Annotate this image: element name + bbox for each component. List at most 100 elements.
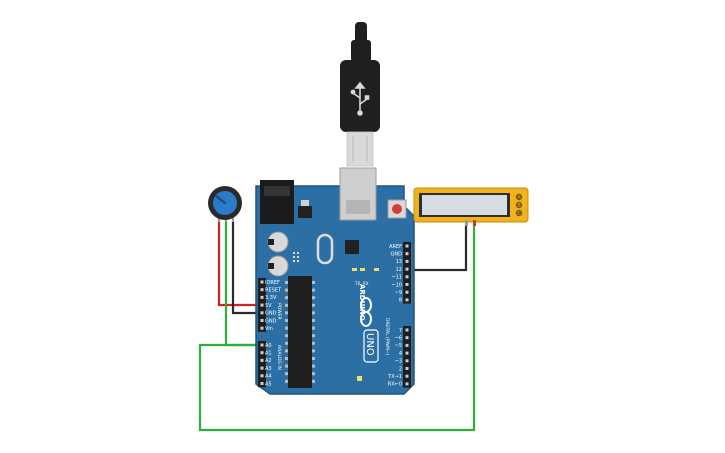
wire-black-lcd-gnd[interactable] bbox=[407, 224, 468, 272]
usb-chip bbox=[345, 240, 359, 254]
reset-button[interactable] bbox=[387, 199, 407, 219]
usb-cable-strain-relief bbox=[355, 22, 367, 44]
digital-header-title: DIGITAL (PWM~) bbox=[384, 318, 390, 356]
power-pin-label: 3.3V bbox=[265, 295, 277, 301]
status-leds: TX RX bbox=[352, 268, 379, 381]
digital-bottom-pin-label: ~5 bbox=[395, 343, 402, 349]
power-pin-label: Vin bbox=[265, 326, 273, 332]
analog-pin[interactable] bbox=[260, 382, 264, 385]
digital-top-pin[interactable] bbox=[405, 244, 409, 248]
analog-pin-label: A2 bbox=[265, 358, 272, 364]
digital-top-pin[interactable] bbox=[405, 283, 409, 286]
digital-top-pin[interactable] bbox=[405, 259, 409, 263]
digital-bottom-pin[interactable] bbox=[405, 382, 409, 386]
wire-green-lcd[interactable] bbox=[198, 224, 476, 432]
power-pin[interactable] bbox=[260, 295, 264, 299]
arduino-logo bbox=[360, 297, 372, 327]
usb-cable-neck bbox=[351, 40, 371, 62]
usb-icon bbox=[350, 81, 370, 116]
digital-top-pin-label: 13 bbox=[396, 259, 402, 265]
usb-cable[interactable] bbox=[340, 22, 380, 167]
power-pin-label: 5V bbox=[265, 303, 272, 309]
lcd-pin-label: C bbox=[517, 211, 520, 217]
digital-bottom-pin[interactable] bbox=[405, 359, 409, 363]
digital-top-pin-label: 8 bbox=[399, 298, 402, 304]
digital-bottom-pin[interactable] bbox=[405, 328, 409, 332]
model-label: UNO bbox=[364, 333, 375, 356]
lcd-pin-label: B bbox=[517, 203, 520, 209]
digital-bottom-pin-label: 7 bbox=[399, 328, 402, 334]
wires bbox=[198, 220, 476, 432]
lcd-screen bbox=[422, 195, 507, 215]
digital-top-pin[interactable] bbox=[405, 298, 409, 302]
analog-pin[interactable] bbox=[260, 374, 264, 378]
digital-top-pin-label: ~10 bbox=[391, 282, 402, 288]
icsp-header bbox=[293, 252, 299, 262]
power-pin-label: GND bbox=[265, 311, 277, 317]
lcd-pin[interactable] bbox=[515, 193, 523, 201]
wire-red-5v[interactable] bbox=[217, 220, 262, 307]
digital-top-pin[interactable] bbox=[405, 267, 409, 271]
power-pin[interactable] bbox=[260, 311, 264, 315]
digital-bottom-pin-label: RX←0 bbox=[388, 382, 402, 388]
analog-pin-label: A4 bbox=[265, 374, 272, 380]
atmega-microcontroller bbox=[285, 276, 315, 388]
power-pin[interactable] bbox=[260, 303, 264, 307]
power-pin[interactable] bbox=[260, 280, 264, 284]
digital-top-pin-label: 12 bbox=[396, 267, 402, 273]
digital-top-pin-label: AREF bbox=[389, 244, 402, 250]
digital-top-pin-label: ~9 bbox=[395, 290, 402, 296]
analog-pin[interactable] bbox=[260, 366, 264, 370]
uno-badge: UNO bbox=[363, 329, 379, 363]
power-header-title: POWER bbox=[276, 303, 282, 320]
usb-plug-metal bbox=[346, 131, 374, 167]
digital-top-pin-label: ~11 bbox=[391, 275, 402, 281]
digital-bottom-pin[interactable] bbox=[405, 374, 409, 378]
analog-pin[interactable] bbox=[260, 358, 264, 362]
lcd-pin[interactable] bbox=[515, 209, 523, 217]
power-pin[interactable] bbox=[260, 326, 264, 330]
analog-header-title: ANALOG IN bbox=[276, 345, 282, 370]
analog-pin[interactable] bbox=[260, 351, 264, 355]
digital-top-pin[interactable] bbox=[405, 275, 409, 279]
power-pin-label: GND bbox=[265, 318, 277, 324]
lcd-module[interactable]: ABC bbox=[413, 187, 529, 226]
digital-top-pin[interactable] bbox=[405, 290, 409, 294]
power-pin-label: RESET bbox=[265, 288, 282, 294]
potentiometer[interactable] bbox=[208, 186, 242, 222]
analog-pin-label: A5 bbox=[265, 381, 272, 387]
analog-pin-label: A0 bbox=[265, 343, 272, 349]
digital-bottom-pin[interactable] bbox=[405, 336, 409, 340]
lcd-pin-label: A bbox=[517, 195, 521, 201]
digital-bottom-pin-label: 2 bbox=[399, 366, 402, 372]
digital-top-pin-label: GND bbox=[391, 252, 403, 258]
reset-button-icon[interactable] bbox=[392, 204, 402, 214]
crystal-oscillator bbox=[316, 233, 334, 265]
analog-pin-label: A1 bbox=[265, 351, 272, 357]
arduino-uno-board[interactable]: TX RX ARDUINO UNO POWER ANALOG IN DIGITA… bbox=[255, 167, 415, 395]
digital-bottom-pin-label: ~6 bbox=[395, 336, 402, 342]
digital-bottom-pin-label: ~3 bbox=[395, 359, 402, 365]
digital-bottom-pin[interactable] bbox=[405, 351, 409, 355]
wire-black-gnd[interactable] bbox=[231, 220, 262, 315]
brand-label: ARDUINO bbox=[358, 284, 366, 321]
digital-bottom-pin[interactable] bbox=[405, 343, 409, 347]
power-pin[interactable] bbox=[260, 288, 264, 292]
digital-bottom-pin-label: TX→1 bbox=[387, 374, 402, 380]
digital-bottom-pin[interactable] bbox=[405, 367, 409, 370]
rx-label: RX bbox=[363, 281, 369, 286]
digital-bottom-pin-label: 4 bbox=[399, 351, 402, 357]
voltage-regulator bbox=[298, 206, 312, 218]
analog-pin[interactable] bbox=[260, 343, 264, 347]
analog-pin-label: A3 bbox=[265, 366, 272, 372]
power-pin-label: IOREF bbox=[265, 280, 280, 286]
lcd-pin[interactable] bbox=[515, 201, 523, 209]
tx-label: TX bbox=[354, 281, 360, 286]
power-pin[interactable] bbox=[260, 319, 264, 322]
digital-top-pin[interactable] bbox=[405, 252, 409, 256]
